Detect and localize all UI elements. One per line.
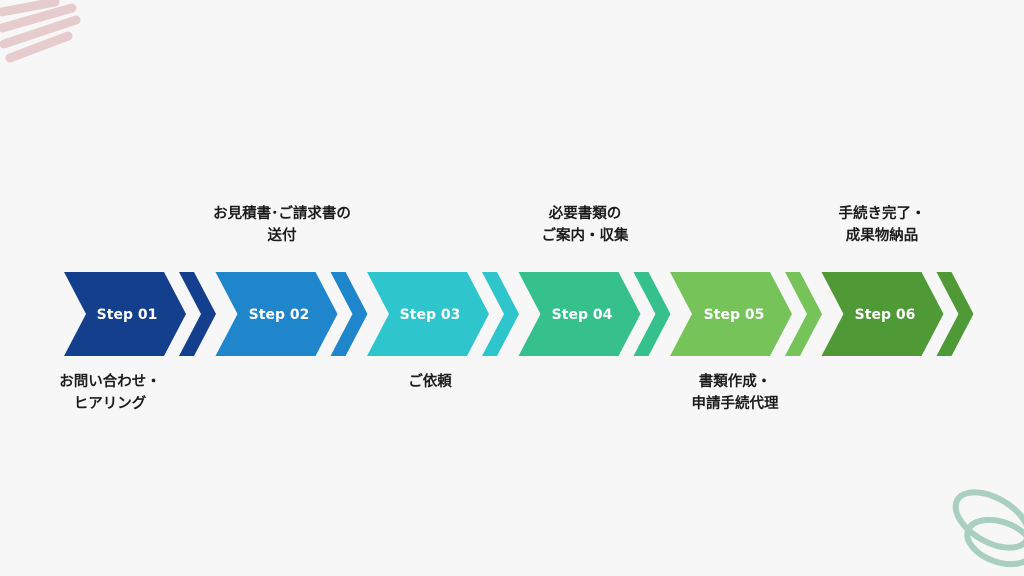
step-05-description: 書類作成・ 申請手続代理 [691, 374, 779, 412]
step-01-title: Step 01 [96, 307, 158, 323]
step-01-description: お問い合わせ・ ヒアリング [59, 374, 161, 412]
step-01-arrow [179, 272, 216, 356]
scribble-decoration-icon [0, 0, 81, 63]
step-01-chevron [64, 272, 186, 356]
step-05-title: Step 05 [703, 307, 765, 323]
step-03-chevron [367, 272, 489, 356]
step-06-description: 手続き完了・ 成果物納品 [838, 206, 926, 244]
step-05-chevron [670, 272, 792, 356]
step-06-title: Step 06 [854, 307, 916, 323]
step-02-chevron [215, 272, 338, 356]
step-02-title: Step 02 [248, 307, 310, 323]
step-04-title: Step 04 [551, 307, 613, 323]
step-04-chevron [518, 272, 641, 356]
step-04-description: 必要書類の ご案内・収集 [541, 206, 629, 244]
step-02-description: お見積書･ご請求書の 送付 [213, 206, 351, 244]
loop-decoration-icon [952, 489, 1024, 568]
step-03-description: ご依頼 [408, 374, 452, 390]
step-06-chevron [821, 272, 944, 356]
step-02-arrow [330, 272, 368, 356]
step-05-arrow [785, 272, 822, 356]
step-06-arrow [936, 272, 974, 356]
step-03-title: Step 03 [399, 307, 461, 323]
step-04-arrow [633, 272, 671, 356]
step-03-arrow [482, 272, 519, 356]
